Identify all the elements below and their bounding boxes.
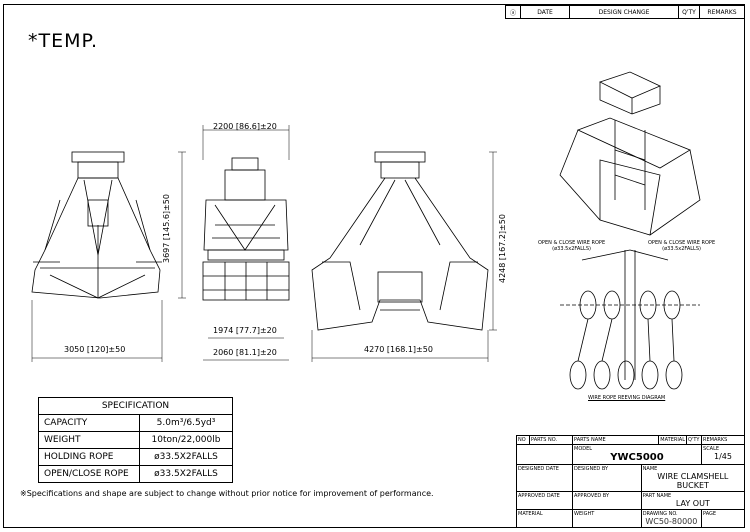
dim-left-height: 3697 [145.6]±50: [162, 194, 171, 263]
spec-label: HOLDING ROPE: [38, 448, 140, 466]
tb-drawing-no-cell: DRAWING NO. WC50-80000: [640, 509, 703, 528]
dim-inner-width: 1974 [77.7]±20: [213, 326, 277, 335]
revision-qty-header: Q'TY: [678, 5, 700, 19]
spec-value: ø33.5X2FALLS: [139, 465, 233, 483]
reeving-diagram-drawing: [560, 249, 700, 390]
tb-drawing-no-label: DRAWING NO.: [642, 511, 678, 517]
spec-label: OPEN/CLOSE ROPE: [38, 465, 140, 483]
reeving-diagram-title: WIRE ROPE REEVING DIAGRAM: [588, 395, 666, 401]
isometric-view-drawing: [559, 71, 701, 236]
rope-label-left: OPEN & CLOSE WIRE ROPE (ø33.5x2FALLS): [538, 240, 605, 252]
tb-part-name-label: PART NAME: [642, 493, 672, 499]
rope-label-right: OPEN & CLOSE WIRE ROPE (ø33.5x2FALLS): [648, 240, 715, 252]
tb-material: MATERIAL: [658, 435, 688, 445]
tb-part-name-cell: PART NAME LAY OUT: [640, 491, 746, 510]
spec-value: ø33.5X2FALLS: [139, 448, 233, 466]
spec-label: WEIGHT: [38, 431, 140, 449]
tb-approved-date: APPROVED DATE: [516, 491, 573, 510]
temp-label: *TEMP.: [28, 30, 99, 52]
side-view-drawing: [202, 157, 290, 301]
tb-scale-cell: SCALE 1/45: [701, 444, 745, 465]
tb-parts-no: PARTS NO.: [529, 435, 573, 445]
tb-weight-label: WEIGHT: [572, 509, 642, 528]
tb-material-label: MATERIAL: [516, 509, 573, 528]
tb-model-cell: MODEL YWC5000: [571, 444, 703, 465]
tb-model-label: MODEL: [574, 446, 593, 452]
dim-right-height: 4248 [167.2]±50: [498, 214, 507, 283]
dim-right-width: 4270 [168.1]±50: [364, 345, 433, 354]
spec-value: 5.0m³/6.5yd³: [139, 414, 233, 432]
tb-parts-name: PARTS NAME: [571, 435, 660, 445]
front-view-drawing: [31, 151, 162, 299]
tb-scale-label: SCALE: [703, 446, 720, 452]
spec-title: SPECIFICATION: [38, 397, 233, 415]
tb-no: NO: [516, 435, 530, 445]
tb-part-name: LAY OUT: [675, 499, 710, 508]
dim-mid-width: 2060 [81.1]±20: [213, 348, 277, 357]
tb-remarks: REMARKS: [701, 435, 745, 445]
title-block: NO PARTS NO. PARTS NAME MATERIAL Q'TY RE…: [516, 435, 746, 528]
tb-name: WIRE CLAMSHELL BUCKET: [657, 472, 729, 490]
rope-label-left-name: OPEN & CLOSE WIRE ROPE: [538, 240, 606, 246]
tb-designed-by: DESIGNED BY: [572, 464, 642, 492]
dim-left-width: 3050 [120]±50: [64, 345, 126, 354]
revision-table: ⓐ DATE DESIGN CHANGE Q'TY REMARKS: [505, 5, 745, 19]
open-view-drawing: [311, 151, 489, 331]
spec-value: 10ton/22,000lb: [139, 431, 233, 449]
tb-blank: [516, 444, 573, 465]
tb-drawing-no: WC50-80000: [645, 517, 698, 526]
drawing-sheet: [3, 4, 745, 528]
tb-name-label: NAME: [642, 466, 658, 472]
revision-remarks-header: REMARKS: [699, 5, 745, 19]
dim-top-width: 2200 [86.6]±20: [213, 122, 277, 131]
tb-scale: 1/45: [714, 452, 732, 461]
disclaimer-note: ※Specifications and shape are subject to…: [20, 489, 434, 498]
tb-page-label: PAGE: [701, 509, 745, 528]
rope-label-right-size: (ø33.5x2FALLS): [662, 246, 701, 252]
tb-designed-date: DESIGNED DATE: [516, 464, 573, 492]
rope-label-right-name: OPEN & CLOSE WIRE ROPE: [648, 240, 716, 246]
tb-model: YWC5000: [610, 452, 664, 463]
spec-label: CAPACITY: [38, 414, 140, 432]
dimension-lines: [31, 125, 497, 362]
tb-name-cell: NAME WIRE CLAMSHELL BUCKET: [640, 464, 746, 492]
rope-label-left-size: (ø33.5x2FALLS): [552, 246, 591, 252]
specification-table: SPECIFICATION CAPACITY 5.0m³/6.5yd³ WEIG…: [38, 397, 233, 483]
tb-approved-by: APPROVED BY: [572, 491, 642, 510]
tb-qty: Q'TY: [686, 435, 703, 445]
